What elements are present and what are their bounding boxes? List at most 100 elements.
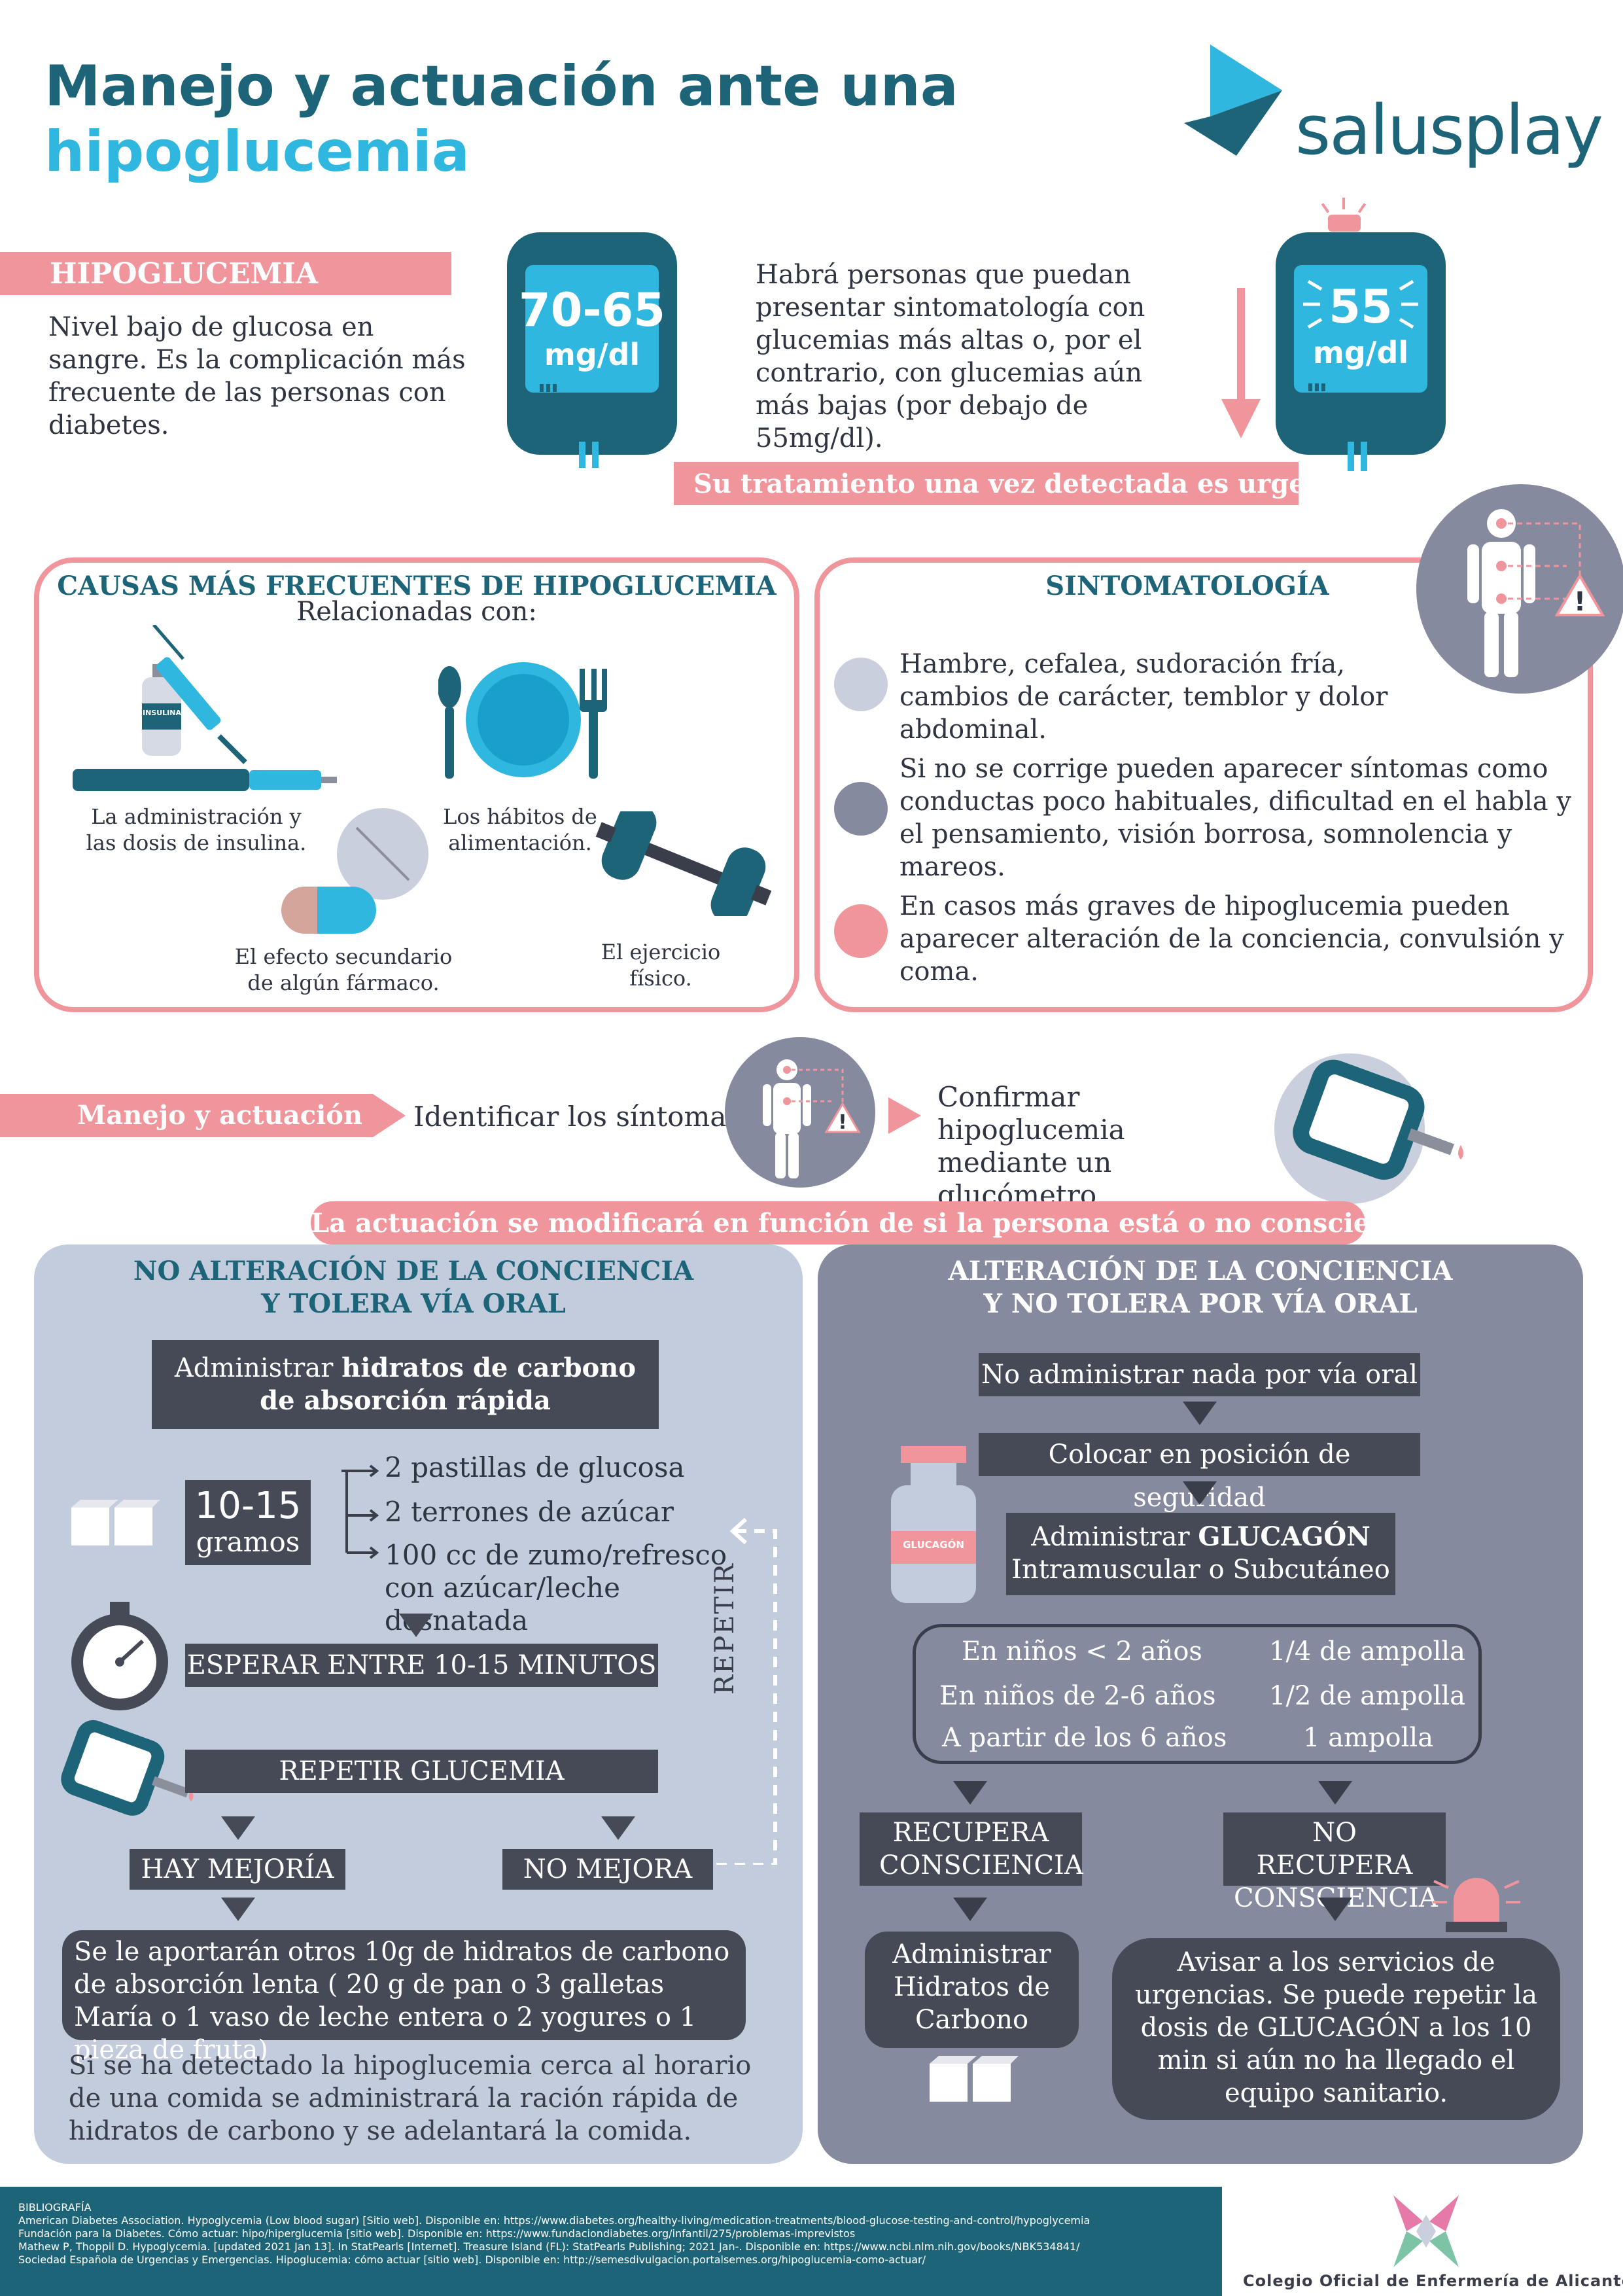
urgent-banner: Su tratamiento una vez detectada es urge… (674, 462, 1353, 505)
symptom-text-3: En casos más graves de hipoglucemia pued… (899, 891, 1564, 987)
bibliography-ref: Sociedad Española de Urgencias y Emergen… (18, 2253, 926, 2266)
dose-unit: gramos (196, 1526, 300, 1558)
glucometer-icon (507, 232, 677, 468)
glucagon-admin-bold: GLUCAGÓN (1198, 1521, 1370, 1552)
option-juice: 100 cc de zumo/refresco con azúcar/leche… (385, 1539, 727, 1636)
college-name: Colegio Oficial de Enfermería de Alicant… (1243, 2272, 1623, 2290)
right-title-line-2: Y NO TOLERA POR VÍA ORAL (983, 1288, 1418, 1319)
logo-text: salusplay (1295, 90, 1603, 170)
glucagon-admin-pre: Administrar (1031, 1522, 1198, 1552)
symptom-text-1: Hambre, cefalea, sudoración fría, cambio… (899, 649, 1388, 745)
symptom-dot-2 (834, 782, 888, 836)
symptom-text-2: Si no se corrige pueden aparecer síntoma… (899, 754, 1571, 882)
glucometer-reading-1: 70-65 mg/dl (500, 232, 684, 468)
manejo-arrow-shape (0, 1094, 406, 1137)
manejo-step-2: Confirmar hipoglucemia mediante un glucó… (937, 1081, 1125, 1211)
no-improve-box: NO MEJORA (502, 1849, 713, 1890)
flow-arrow (1183, 1402, 1217, 1425)
symptoms-panel (814, 557, 1593, 1012)
cause-food: Los hábitos de alimentación. (443, 804, 597, 855)
syringe-icon (152, 625, 247, 764)
admin-fast-carbs-box: Administrar hidratos de carbono de absor… (152, 1340, 659, 1429)
cause-exercise: El ejercicio físico. (601, 940, 721, 991)
flow-arrow (399, 1614, 433, 1637)
urgent-text: Su tratamiento una vez detectada es urge… (693, 468, 1353, 499)
bibliography-ref: Fundación para la Diabetes. Cómo actuar:… (18, 2227, 856, 2240)
dose-value: 10-15 (194, 1485, 302, 1527)
dumbbell-icon (595, 811, 772, 916)
title-line-2: hipoglucemia (44, 119, 470, 185)
identify-person-badge: ! (725, 1037, 875, 1188)
sugar-cube-icon (930, 2056, 1019, 2102)
improves-box: HAY MEJORÍA (130, 1849, 345, 1890)
meter-2-value: 55 (1329, 280, 1393, 334)
dosing-dose: 1/2 de ampolla (1269, 1681, 1465, 1711)
page-title: Manejo y actuación ante una hipoglucemia (44, 54, 958, 185)
flow-arrow (601, 1816, 635, 1840)
left-title-line-2: Y TOLERA VÍA ORAL (261, 1288, 566, 1319)
manejo-label-arrow: Manejo y actuación (0, 1094, 406, 1137)
conscious-banner: La actuación se modificará en función de… (311, 1201, 1418, 1245)
meal-note: Si se ha detectado la hipoglucemia cerca… (69, 2051, 752, 2146)
flow-arrow (1318, 1781, 1352, 1805)
glucometer-reading-2: 55 mg/dl (1263, 196, 1459, 471)
option-sugar-cubes: 2 terrones de azúcar (385, 1496, 674, 1528)
bibliography-bar (0, 2187, 1222, 2296)
repeat-label: REPETIR (710, 1562, 740, 1695)
glucometer-icon (1293, 1059, 1463, 1180)
salusplay-logo: salusplay (1184, 44, 1603, 175)
bibliography-title: BIBLIOGRAFÍA (18, 2201, 92, 2214)
symptom-dot-3 (834, 904, 888, 958)
down-arrow-icon (1221, 288, 1261, 438)
meter-2-unit: mg/dl (1312, 335, 1409, 370)
insulin-pen-icon (73, 769, 337, 791)
person-alert-icon: ! (1467, 509, 1605, 677)
option-glucose-tabs: 2 pastillas de glucosa (385, 1451, 685, 1483)
admin-pre: Administrar (174, 1353, 342, 1383)
causes-panel (34, 557, 799, 1012)
bibliography-ref: American Diabetes Association. Hypoglyce… (18, 2214, 1091, 2227)
manejo-label: Manejo y actuación (77, 1100, 363, 1131)
repeat-glucose-box: REPETIR GLUCEMIA (185, 1750, 658, 1793)
svg-text:!: ! (1574, 587, 1586, 617)
flow-arrow (953, 1898, 987, 1921)
cause-drug: El efecto secundario de algún fármaco. (234, 944, 453, 995)
give-carbs-box: Administrar Hidratos de Carbono (865, 1932, 1079, 2048)
flow-arrow (221, 1816, 255, 1840)
glucometer-icon (61, 1720, 194, 1816)
flow-arrow (1318, 1898, 1352, 1921)
glucagon-route: Intramuscular o Subcutáneo (1011, 1555, 1390, 1585)
cause-insulin: La administración y las dosis de insulin… (86, 804, 307, 855)
symptom-dot-1 (834, 658, 888, 711)
dose-box: 10-15 gramos (185, 1480, 311, 1565)
dosing-group: En niños < 2 años (962, 1636, 1202, 1667)
emergency-box: Avisar a los servicios de urgencias. Se … (1112, 1938, 1560, 2120)
hipoglucemia-label-bar: HIPOGLUCEMIA (0, 252, 451, 295)
college-logo-icon (1393, 2195, 1459, 2267)
plate-icon (438, 662, 607, 779)
dosing-dose: 1 ampolla (1303, 1723, 1434, 1753)
branch-arrows-icon (341, 1464, 379, 1559)
svg-text:!: ! (838, 1111, 847, 1134)
pill-icon (281, 808, 428, 934)
no-recovers-box: NO RECUPERA CONSCIENCIA (1223, 1812, 1446, 1913)
admin-bold-1: hidratos de carbono (341, 1352, 637, 1383)
dosing-table: En niños < 2 años 1/4 de ampolla En niño… (913, 1624, 1482, 1764)
symptoms-title: SINTOMATOLOGÍA (1045, 571, 1329, 601)
bibliography-ref: Mathew P, Thoppil D. Hypoglycemia. [upda… (18, 2240, 1080, 2253)
symptoms-person-badge: ! (1416, 484, 1623, 694)
safety-position-box: Colocar en posición de seguridad (979, 1433, 1420, 1513)
recovers-box: RECUPERA CONSCIENCIA (860, 1812, 1083, 1886)
causes-subtitle: Relacionadas con: (296, 597, 537, 627)
insulin-group-icon (73, 625, 337, 791)
dosing-group: En niños de 2-6 años (939, 1681, 1216, 1711)
meter-1-unit: mg/dl (544, 337, 640, 372)
dosing-dose: 1/4 de ampolla (1269, 1636, 1465, 1667)
title-line-1: Manejo y actuación ante una (44, 54, 958, 119)
glucagon-admin-box: Administrar GLUCAGÓN Intramuscular o Sub… (1006, 1513, 1395, 1595)
slow-carbs-box: Se le aportarán otros 10g de hidratos de… (62, 1930, 746, 2065)
wait-box: ESPERAR ENTRE 10-15 MINUTOS (185, 1644, 658, 1687)
glucagon-vial-label: GLUCAGÓN (903, 1539, 964, 1551)
hipoglucemia-label: HIPOGLUCEMIA (50, 257, 319, 291)
repeat-loop-arrow (716, 1517, 777, 1865)
